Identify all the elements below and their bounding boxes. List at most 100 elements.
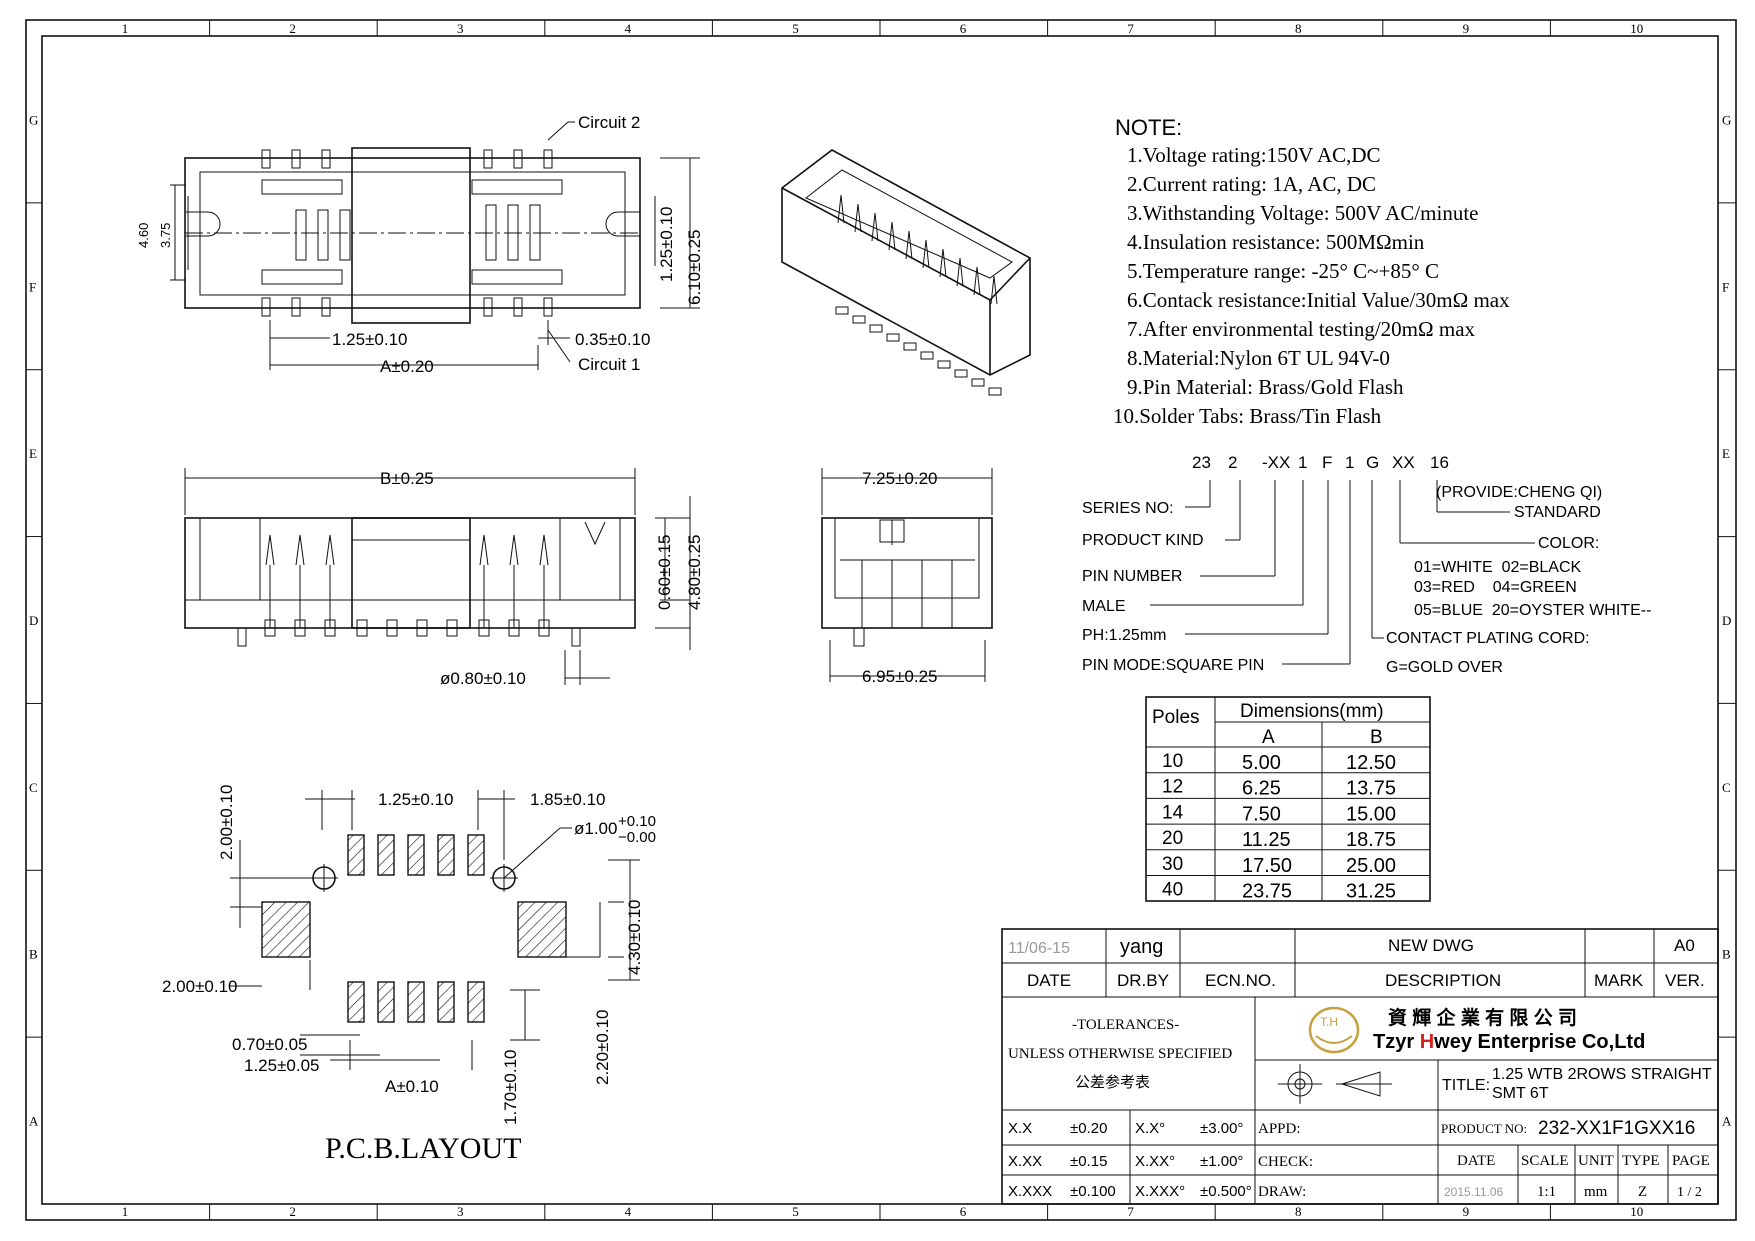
frame-row-label: C <box>1722 780 1731 795</box>
rev-date: 11/06-15 <box>1008 940 1070 957</box>
table-cell-b: 18.75 <box>1346 829 1396 851</box>
pcb-d-200v: 2.00±0.10 <box>217 784 236 860</box>
side-view: 7.25±0.20 6.95±0.25 <box>821 468 993 686</box>
table-cell-poles: 10 <box>1162 751 1183 772</box>
company-en-1: Tzyr <box>1373 1031 1420 1053</box>
title-line2: SMT 6T <box>1492 1085 1549 1102</box>
code-colors2: 03=RED 04=GREEN <box>1414 579 1577 596</box>
dim-125-right: 1.25±0.10 <box>657 206 676 282</box>
frame-col-label: 8 <box>1295 21 1302 36</box>
code-standard: STANDARD <box>1514 504 1601 521</box>
isometric-view <box>781 149 1031 396</box>
tol-cn: 公差参考表 <box>1075 1074 1150 1091</box>
table-cell-poles: 30 <box>1162 854 1183 875</box>
code-part: 1 <box>1345 453 1354 472</box>
hdr2-type: TYPE <box>1622 1153 1660 1169</box>
table-cell-b: 15.00 <box>1346 803 1396 825</box>
code-part: F <box>1322 453 1332 472</box>
tol-cell: ±0.15 <box>1070 1153 1107 1170</box>
pcb-d-hole-dn: −0.00 <box>618 829 656 846</box>
pcb-d-hole-up: +0.10 <box>618 813 656 830</box>
tol-cell: ±0.500° <box>1200 1183 1252 1200</box>
note-item: 8.Material:Nylon 6T UL 94V-0 <box>1127 346 1390 370</box>
pcb-d-hole: ø1.00 <box>574 819 617 838</box>
tol-cell: X.XX° <box>1135 1153 1175 1170</box>
val-type: Z <box>1638 1184 1647 1200</box>
frame-row-label: E <box>29 446 37 461</box>
rev-ver: A0 <box>1674 936 1695 955</box>
val-scale: 1:1 <box>1537 1184 1556 1200</box>
table-col-a: A <box>1262 727 1275 748</box>
note-item: 5.Temperature range: -25° C~+85° C <box>1127 259 1439 283</box>
frame-row-label: G <box>1722 112 1731 127</box>
table-cell-b: 13.75 <box>1346 778 1396 800</box>
dim-480: 4.80±0.25 <box>685 534 704 610</box>
code-plating: CONTACT PLATING CORD: <box>1386 630 1590 647</box>
frame-col-label: 2 <box>289 21 296 36</box>
company-en: Tzyr Hwey Enterprise Co,Ltd <box>1373 1031 1645 1053</box>
pcb-d-430: 4.30±0.10 <box>625 899 644 975</box>
draw-label: DRAW: <box>1258 1184 1306 1200</box>
code-part: 1 <box>1298 453 1307 472</box>
code-ph: PH:1.25mm <box>1082 627 1166 644</box>
code-series: SERIES NO: <box>1082 500 1174 517</box>
hdr-ecn: ECN.NO. <box>1205 971 1276 990</box>
note-item: 1.Voltage rating:150V AC,DC <box>1127 143 1381 167</box>
pcb-d-125b: 1.25±0.05 <box>244 1056 320 1075</box>
frame-col-label: 7 <box>1127 21 1134 36</box>
table-cell-a: 6.25 <box>1242 778 1281 800</box>
top-view: Circuit 2 Circuit 1 4.60 3.75 1.25±0.10 … <box>136 113 704 376</box>
projection-symbol <box>1278 1064 1392 1104</box>
code-colors3: 05=BLUE 20=OYSTER WHITE-- <box>1414 602 1651 619</box>
dim-080: ø0.80±0.10 <box>440 669 526 688</box>
frame-col-label: 6 <box>960 21 967 36</box>
title-line1: 1.25 WTB 2ROWS STRAIGHT <box>1492 1066 1712 1083</box>
dim-610: 6.10±0.25 <box>685 229 704 305</box>
tol-cell: ±3.00° <box>1200 1120 1243 1137</box>
frame-col-label: 9 <box>1463 21 1470 36</box>
table-cell-a: 11.25 <box>1242 829 1291 851</box>
circuit1-label: Circuit 1 <box>578 355 640 374</box>
table-cell-poles: 20 <box>1162 828 1183 849</box>
note-item: 3.Withstanding Voltage: 500V AC/minute <box>1127 201 1479 225</box>
dim-695: 6.95±0.25 <box>862 667 938 686</box>
frame-row-label: D <box>29 613 38 628</box>
note-item: 4.Insulation resistance: 500MΩmin <box>1127 230 1425 254</box>
pcb-d-200h: 2.00±0.10 <box>162 977 238 996</box>
frame-row-label: B <box>29 947 38 962</box>
code-color: COLOR: <box>1538 535 1599 552</box>
val-page: 1 / 2 <box>1677 1185 1702 1200</box>
code-colors1: 01=WHITE 02=BLACK <box>1414 559 1582 576</box>
dim-460: 4.60 <box>136 223 151 248</box>
pcb-d-070: 0.70±0.05 <box>232 1035 308 1054</box>
dim-b: B±0.25 <box>380 469 434 488</box>
frame-row-label: D <box>1722 613 1731 628</box>
table-dimensions: Dimensions(mm) <box>1240 701 1384 722</box>
frame-row-label: F <box>29 279 36 294</box>
table-cell-a: 5.00 <box>1242 752 1281 774</box>
frame-col-label: 3 <box>457 1204 464 1219</box>
table-cell-b: 25.00 <box>1346 855 1396 877</box>
tol-cell: ±0.20 <box>1070 1120 1107 1137</box>
dim-a: A±0.20 <box>380 357 434 376</box>
code-part: G <box>1366 453 1379 472</box>
frame-col-label: 10 <box>1630 1204 1643 1219</box>
frame-col-label: 10 <box>1630 21 1643 36</box>
tol-cell: X.XXX <box>1008 1183 1052 1200</box>
val-unit: mm <box>1584 1184 1608 1200</box>
pcb-d-170: 1.70±0.10 <box>501 1049 520 1125</box>
product-no: 232-XX1F1GXX16 <box>1538 1118 1695 1139</box>
company-en-h: H <box>1420 1031 1434 1053</box>
frame-col-label: 3 <box>457 21 464 36</box>
hdr-desc: DESCRIPTION <box>1385 971 1501 990</box>
product-label: PRODUCT NO: <box>1441 1121 1527 1136</box>
rev-by: yang <box>1120 936 1163 958</box>
hdr-mark: MARK <box>1594 971 1644 990</box>
tol-heading: -TOLERANCES- <box>1072 1017 1179 1033</box>
code-part: 16 <box>1430 453 1449 472</box>
frame-col-label: 2 <box>289 1204 296 1219</box>
frame-col-label: 5 <box>792 21 799 36</box>
hdr2-date: DATE <box>1457 1153 1495 1169</box>
table-cell-a: 17.50 <box>1242 855 1292 877</box>
